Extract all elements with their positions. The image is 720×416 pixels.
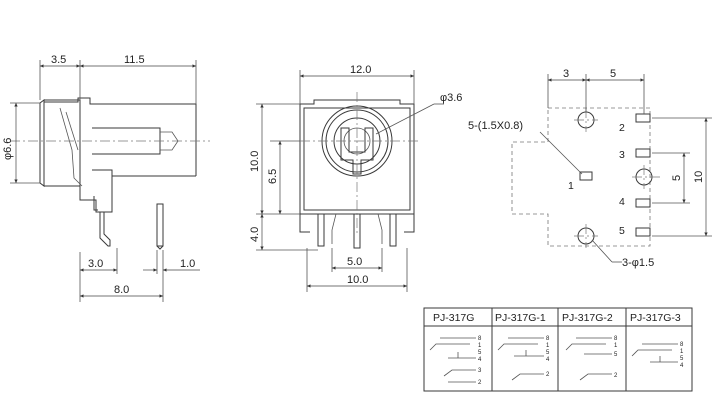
svg-text:5: 5: [546, 350, 550, 356]
pin-bent: [99, 212, 111, 247]
pin-straight: [156, 203, 164, 247]
pin-label-4: 4: [619, 196, 625, 208]
dim-fp-right: 5: [610, 68, 616, 80]
svg-text:8: 8: [478, 336, 482, 342]
svg-text:8: 8: [680, 342, 684, 348]
svg-text:5: 5: [614, 352, 618, 358]
dim-center-height: 6.5: [267, 169, 279, 184]
dim-hole-diameter: φ3.6: [440, 92, 462, 104]
svg-text:2: 2: [478, 380, 482, 386]
model-table: PJ-317G PJ-317G-1 PJ-317G-2 PJ-317G-3 8 …: [423, 307, 693, 392]
dim-left-diameter: φ6.6: [2, 138, 14, 160]
dim-fp-left: 3: [563, 68, 569, 80]
schematic-pj317g-3: 8 1 5 4: [631, 342, 684, 369]
pin-label-2: 2: [619, 122, 625, 134]
svg-text:3: 3: [478, 368, 482, 374]
table-header-1: PJ-317G: [433, 312, 474, 324]
slot-3: [635, 148, 651, 158]
side-view: 3.5 11.5 φ6.6 3.0 1.0 8.0: [2, 54, 210, 302]
table-header-3: PJ-317G-2: [562, 312, 613, 324]
pin-label-5: 5: [619, 225, 625, 237]
dim-pin-width: 1.0: [180, 258, 195, 270]
jack-nose: [39, 99, 45, 187]
svg-text:4: 4: [478, 357, 482, 363]
svg-text:1: 1: [614, 343, 618, 349]
front-body: [299, 99, 415, 215]
slot-5: [635, 227, 651, 237]
dim-slot-label: 5-(1.5X0.8): [468, 120, 523, 132]
dim-pin-span: 10.0: [347, 274, 368, 286]
dim-hole-label: 3-φ1.5: [622, 257, 654, 269]
slot-4: [635, 198, 651, 208]
dim-bottom: 8.0: [114, 284, 129, 296]
svg-text:1: 1: [478, 343, 482, 349]
table-header-4: PJ-317G-3: [630, 312, 681, 324]
dim-pin-offset: 3.0: [88, 258, 103, 270]
slot-2: [635, 113, 651, 123]
dim-pin-length: 4.0: [249, 227, 261, 242]
svg-text:4: 4: [680, 363, 684, 369]
pin-label-1: 1: [568, 180, 574, 192]
pin-label-3: 3: [619, 149, 625, 161]
dim-front-width: 12.0: [350, 64, 371, 76]
slot-1: [579, 171, 593, 181]
footprint-view: 2 3 1 4 5 3 5 5-(1.5X0.8) 5 10 3-φ1.5: [468, 68, 712, 269]
side-body-front: [43, 99, 81, 187]
dim-top-left: 3.5: [51, 54, 66, 66]
svg-text:2: 2: [614, 373, 618, 379]
dim-fp-vert-inner: 5: [671, 175, 683, 181]
schematic-pj317g-1: 8 1 5 4 2: [497, 336, 550, 381]
dim-front-height: 10.0: [249, 151, 261, 172]
svg-text:1: 1: [680, 349, 684, 355]
svg-text:4: 4: [546, 357, 550, 363]
dim-top-right: 11.5: [124, 54, 145, 66]
svg-text:2: 2: [546, 372, 550, 378]
dim-fp-vert-outer: 10: [693, 171, 705, 183]
table-header-2: PJ-317G-1: [495, 312, 546, 324]
svg-text:1: 1: [546, 343, 550, 349]
schematic-pj317g-2: 8 1 5 2: [565, 336, 618, 381]
svg-text:5: 5: [478, 350, 482, 356]
schematic-pj317g: 8 1 5 4 3 2: [429, 336, 482, 386]
svg-text:8: 8: [614, 336, 618, 342]
front-view: 12.0 φ3.6 10.0 6.5 4.0 5.0 10.0: [249, 64, 462, 292]
svg-text:8: 8: [546, 336, 550, 342]
dim-pin-pitch: 5.0: [347, 256, 362, 268]
svg-text:5: 5: [680, 356, 684, 362]
